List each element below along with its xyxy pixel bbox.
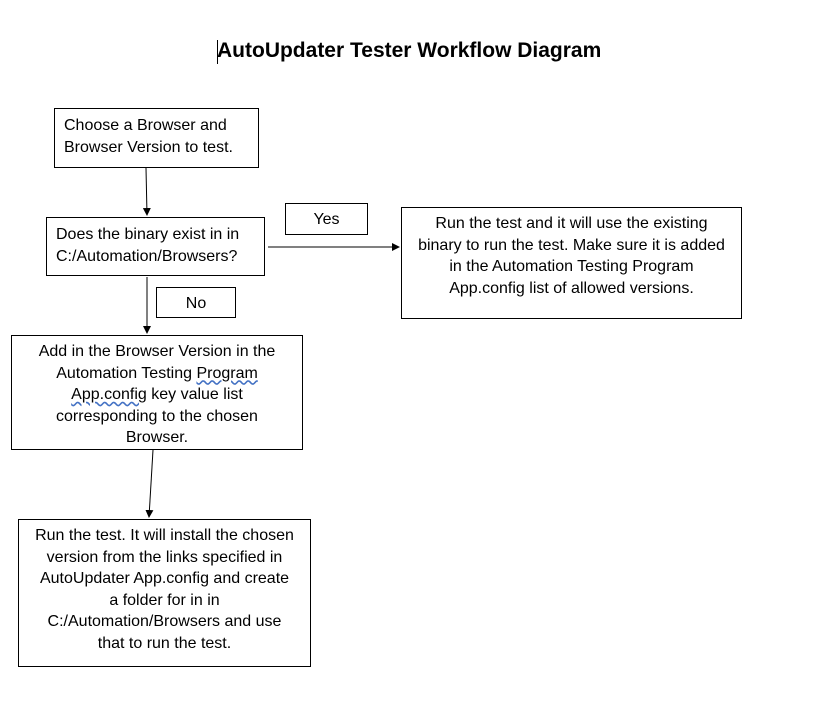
text-cursor	[217, 40, 218, 64]
add-line-2: Automation Testing Program	[18, 363, 296, 385]
arrow-choose-to-exists	[142, 167, 151, 216]
install-and-run-text: Run the test. It will install the chosen…	[35, 527, 294, 652]
run-existing-binary-text: Run the test and it will use the existin…	[418, 215, 725, 297]
binary-exists-text: Does the binary exist in in C:/Automatio…	[56, 226, 240, 265]
add-line-1: Add in the Browser Version in the	[38, 343, 276, 360]
add-line-3: App.config key value list	[18, 384, 296, 406]
add-line-2-a: Automation Testing	[56, 364, 197, 382]
add-line-3-b: key value list	[146, 386, 243, 403]
no-text: No	[185, 295, 207, 312]
add-browser-version-node: Add in the Browser Version in the Automa…	[11, 335, 303, 450]
choose-browser-node: Choose a Browser and Browser Version to …	[54, 108, 259, 168]
yes-branch-label: Yes	[285, 203, 368, 235]
no-branch-label: No	[156, 287, 236, 318]
choose-browser-text: Choose a Browser and Browser Version to …	[64, 117, 233, 156]
add-line-2-b: Program	[196, 364, 258, 382]
add-line-4: corresponding to the chosen Browser.	[56, 407, 258, 447]
diagram-title: AutoUpdater Tester Workflow Diagram	[217, 39, 602, 62]
yes-text: Yes	[313, 211, 340, 228]
add-line-3-a: App.config	[71, 386, 147, 403]
run-existing-binary-node: Run the test and it will use the existin…	[401, 207, 742, 319]
arrow-add-to-install	[145, 449, 154, 518]
install-and-run-node: Run the test. It will install the chosen…	[18, 519, 311, 667]
binary-exists-decision-node: Does the binary exist in in C:/Automatio…	[46, 217, 265, 276]
